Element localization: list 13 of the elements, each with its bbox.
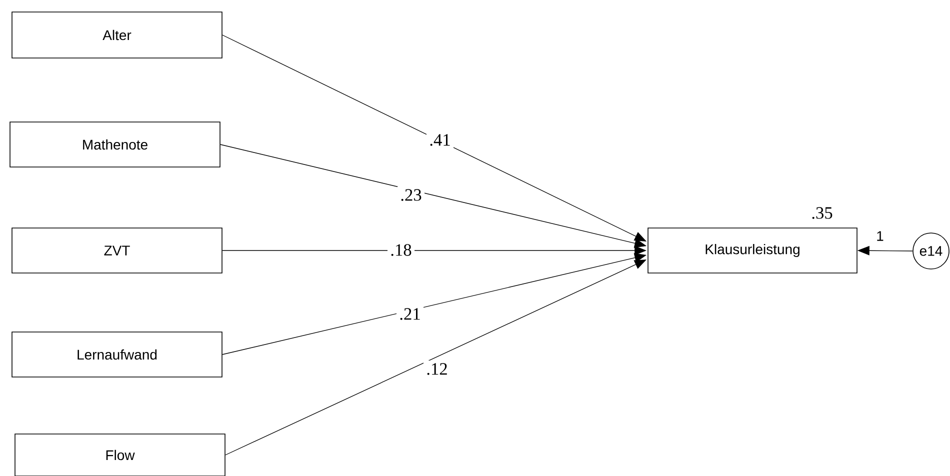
variable-box: Lernaufwand: [12, 332, 222, 378]
variable-box: ZVT: [12, 228, 222, 274]
edge-label: .18: [388, 241, 414, 259]
variable-box: Alter: [12, 12, 222, 58]
edge-label: .12: [424, 360, 450, 378]
edge-label: .23: [398, 186, 424, 204]
variable-box: Klausurleistung: [648, 228, 858, 274]
edge-label: 1: [877, 231, 884, 241]
variable-box: Mathenote: [10, 122, 220, 168]
variable-box: Flow: [14, 434, 226, 476]
edge-label: .41: [426, 132, 454, 149]
edge-label: .21: [396, 305, 424, 323]
coefficient-label: .35: [812, 207, 832, 219]
